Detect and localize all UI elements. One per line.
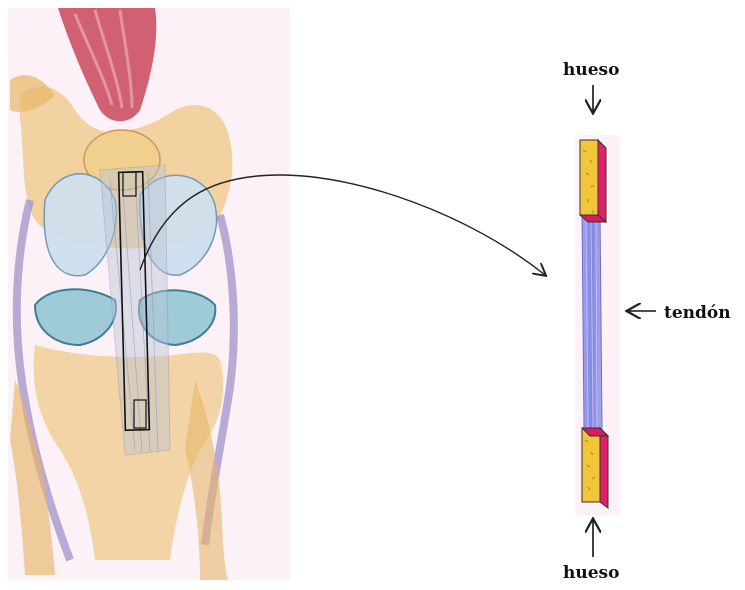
- label-bone-bottom: hueso: [563, 565, 619, 582]
- graft-detail: [575, 135, 620, 515]
- knee-illustration: [8, 8, 290, 580]
- label-bone-top: hueso: [563, 62, 619, 79]
- bone-block-bottom: [582, 428, 600, 502]
- bone-block-top: [580, 140, 598, 215]
- label-tendon: tendón: [664, 305, 731, 322]
